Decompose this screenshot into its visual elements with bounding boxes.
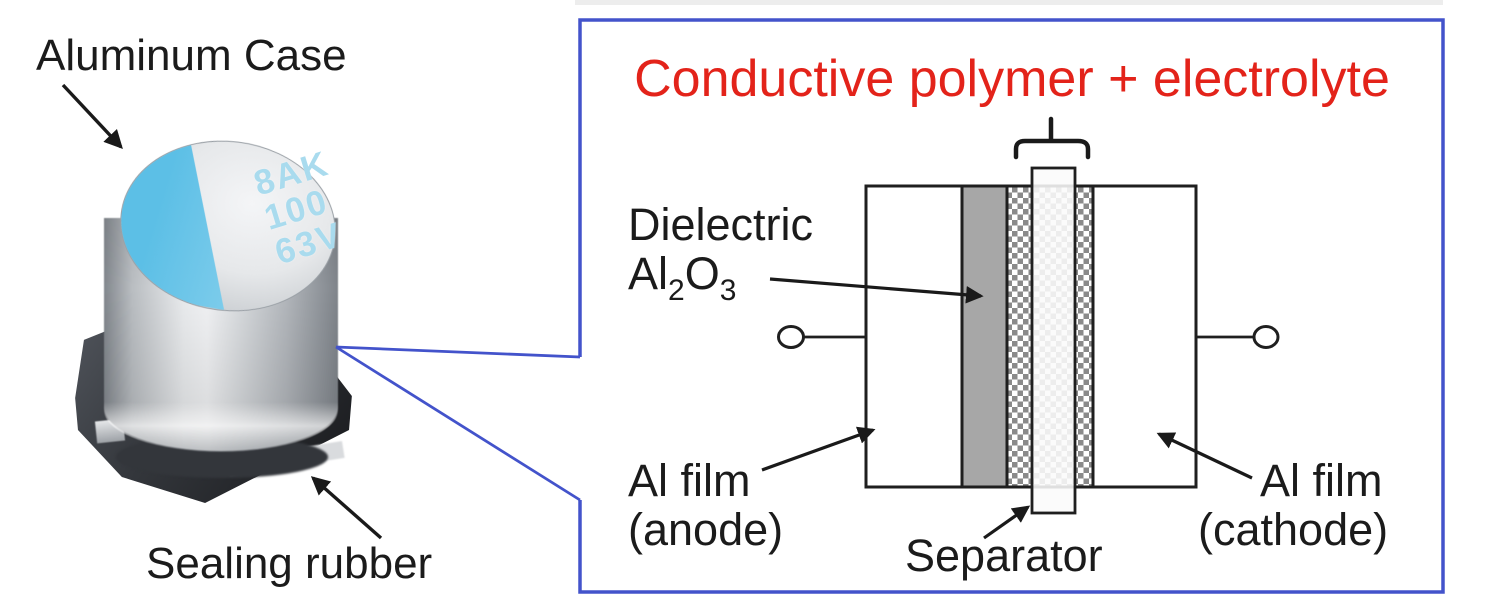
layer-separator: [1030, 166, 1077, 515]
arrow-separator-icon: [983, 505, 1031, 540]
cathode-terminal-circle-icon: [1252, 325, 1280, 349]
arrow-sealing-rubber-icon: [310, 476, 383, 540]
capacitor-photo: 8AK 100 63V: [0, 0, 560, 611]
arrow-dielectric-icon: [769, 277, 984, 304]
label-cathode-line2: (cathode): [1198, 504, 1389, 555]
layer-dielectric: [960, 184, 1009, 489]
formula-sub2: 2: [668, 274, 685, 307]
callout-box-border: [578, 18, 1445, 594]
label-sealing-rubber: Sealing rubber: [146, 539, 433, 588]
arrow-aluminum-case-icon: [61, 83, 123, 150]
label-dielectric-line1: Dielectric: [628, 199, 814, 250]
callout-lines: [335, 345, 581, 502]
layer-al-film-anode: [864, 184, 964, 489]
arrow-anode-icon: [761, 426, 876, 472]
label-dielectric: Dielectric Al2O3: [628, 200, 813, 315]
diagram-title: Conductive polymer + electrolyte: [634, 50, 1390, 108]
label-al-film-anode: Al film (anode): [628, 456, 783, 554]
formula-al: Al: [628, 248, 669, 299]
formula-sub3: 3: [719, 274, 737, 307]
brace-icon: [1013, 116, 1091, 160]
formula-o: O: [684, 248, 720, 299]
label-separator: Separator: [905, 530, 1103, 581]
label-anode-line2: (anode): [628, 504, 784, 555]
label-cathode-line1: Al film: [1260, 455, 1383, 506]
anode-terminal-circle-icon: [777, 325, 805, 349]
top-edge-strip: [575, 0, 1443, 5]
label-al-film-cathode: Al film (cathode): [1198, 455, 1388, 554]
label-anode-line1: Al film: [628, 455, 751, 506]
arrow-cathode-icon: [1156, 432, 1253, 480]
label-aluminum-case: Aluminum Case: [36, 31, 347, 80]
layer-al-film-cathode: [1091, 184, 1198, 489]
label-dielectric-formula: Al2O3: [628, 249, 813, 315]
